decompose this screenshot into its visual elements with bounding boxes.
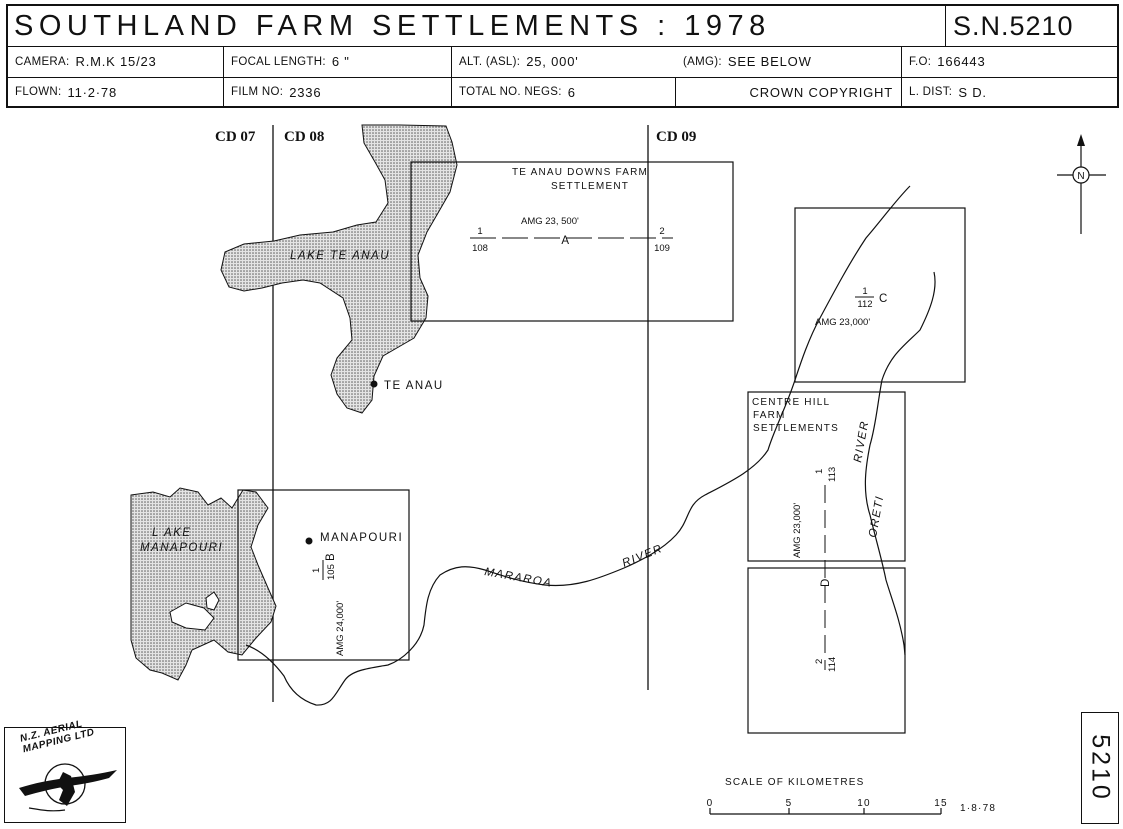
lake-te-anau bbox=[220, 124, 458, 414]
focal-length-value: 6 " bbox=[331, 54, 350, 69]
area-d-end-neg: 114 bbox=[827, 657, 838, 672]
lake-manapouri-label-1: L AKE bbox=[152, 527, 191, 539]
area-a-title-2: SETTLEMENT bbox=[551, 181, 629, 192]
area-d-upper-box bbox=[747, 391, 906, 562]
altitude-cell: ALT. (ASL):25, 000' bbox=[459, 54, 579, 69]
manapouri-town-label: MANAPOURI bbox=[320, 532, 403, 544]
sheet-number-tab-text: 5210 bbox=[1086, 734, 1115, 802]
area-c-amg: AMG 23,000' bbox=[815, 317, 870, 328]
film-no-cell: FILM NO:2336 bbox=[224, 77, 452, 107]
area-c-neg: 112 bbox=[857, 299, 872, 310]
mararoa-river bbox=[245, 185, 911, 706]
area-d-start-run: 1 bbox=[814, 469, 825, 474]
area-b-amg: AMG 24,000' bbox=[335, 601, 346, 656]
altitude-value: 25, 000' bbox=[526, 54, 579, 69]
fo-value: 166443 bbox=[937, 54, 986, 69]
l-dist-value: S D. bbox=[958, 84, 987, 100]
area-a-letter: A bbox=[561, 235, 570, 247]
area-c-run: 1 bbox=[862, 286, 867, 297]
te-anau-marker bbox=[370, 380, 378, 388]
area-b-box bbox=[237, 489, 410, 661]
total-negs-cell: TOTAL NO. NEGS:6 bbox=[452, 77, 676, 107]
area-a-title-1: TE ANAU DOWNS FARM bbox=[512, 167, 648, 178]
te-anau-label: TE ANAU bbox=[384, 380, 444, 392]
scale-tick-0: 0 bbox=[707, 798, 714, 809]
amg-cell: (AMG):SEE BELOW bbox=[676, 46, 902, 77]
area-d-lower-box bbox=[747, 567, 906, 734]
area-a-box bbox=[410, 161, 734, 322]
header-row-2: CAMERA:R.M.K 15/23 FOCAL LENGTH:6 " ALT.… bbox=[8, 46, 1117, 78]
header-row-3: FLOWN:11·2·78 FILM NO:2336 TOTAL NO. NEG… bbox=[8, 77, 1117, 107]
north-label: N bbox=[1077, 171, 1084, 182]
grid-label-cd08: CD 08 bbox=[284, 129, 324, 145]
north-arrow-icon: N bbox=[1057, 134, 1106, 234]
area-c-letter: C bbox=[879, 293, 889, 305]
area-d-amg: AMG 23,000' bbox=[792, 503, 803, 558]
scale-tick-10: 10 bbox=[857, 798, 871, 809]
oreti-river bbox=[864, 271, 936, 656]
area-b-run: 1 bbox=[311, 568, 322, 573]
area-a-end-run: 2 bbox=[659, 226, 664, 237]
manapouri-island-2 bbox=[205, 591, 220, 611]
scale-tick-5: 5 bbox=[786, 798, 793, 809]
grid-label-cd09: CD 09 bbox=[656, 129, 696, 145]
area-d-title-2: FARM bbox=[753, 410, 786, 421]
area-d-title-3: SETTLEMENTS bbox=[753, 423, 839, 434]
lake-te-anau-label: LAKE TE ANAU bbox=[290, 250, 390, 262]
flown-cell: FLOWN:11·2·78 bbox=[8, 77, 224, 107]
map-title: SOUTHLAND FARM SETTLEMENTS : 1978 bbox=[8, 6, 946, 46]
total-negs-value: 6 bbox=[567, 84, 576, 100]
area-d-title-1: CENTRE HILL bbox=[752, 397, 830, 408]
lake-manapouri bbox=[130, 487, 277, 681]
area-b-letter: B bbox=[325, 552, 337, 561]
sheet-number-tab: 5210 bbox=[1081, 712, 1119, 824]
film-no-value: 2336 bbox=[289, 84, 322, 100]
focal-length-cell: FOCAL LENGTH:6 " bbox=[224, 46, 452, 77]
area-d-end-run: 2 bbox=[814, 659, 825, 664]
area-c-box bbox=[794, 207, 966, 383]
flown-value: 11·2·78 bbox=[67, 84, 117, 100]
camera-value: R.M.K 15/23 bbox=[75, 54, 157, 69]
area-a-start-neg: 108 bbox=[472, 243, 488, 254]
header-table: SOUTHLAND FARM SETTLEMENTS : 1978 S.N.52… bbox=[6, 4, 1119, 108]
camera-cell: CAMERA:R.M.K 15/23 bbox=[8, 46, 224, 77]
header-row-title: SOUTHLAND FARM SETTLEMENTS : 1978 S.N.52… bbox=[8, 6, 1117, 47]
aerial-mapping-logo: N.Z. AERIAL MAPPING LTD bbox=[4, 719, 126, 823]
scale-bar: SCALE OF KILOMETRES 0 5 10 15 1·8·78 bbox=[707, 777, 996, 815]
fo-cell: F.O:166443 bbox=[909, 54, 986, 69]
area-a-end-neg: 109 bbox=[654, 243, 670, 254]
amg-value: SEE BELOW bbox=[727, 54, 812, 69]
grid-label-cd07: CD 07 bbox=[215, 129, 256, 145]
oreti-river-label: RIVER bbox=[852, 419, 871, 463]
l-dist-cell: L. DIST:S D. bbox=[909, 84, 987, 100]
scale-ratio: 1·8·78 bbox=[960, 803, 996, 814]
oreti-label: ORETI bbox=[867, 494, 886, 538]
area-d-start-neg: 113 bbox=[827, 467, 838, 482]
crown-copyright: CROWN COPYRIGHT bbox=[676, 77, 902, 107]
area-a-amg: AMG 23, 500' bbox=[521, 216, 579, 227]
scale-tick-15: 15 bbox=[934, 798, 948, 809]
scale-title: SCALE OF KILOMETRES bbox=[725, 777, 865, 788]
manapouri-marker bbox=[305, 537, 313, 545]
lake-manapouri-label-2: MANAPOURI bbox=[140, 542, 223, 554]
area-d-letter: D bbox=[820, 577, 832, 587]
sheet-number: S.N.5210 bbox=[953, 10, 1074, 41]
logo-emblem-icon bbox=[19, 763, 117, 812]
area-a-start-run: 1 bbox=[477, 226, 482, 237]
mararoa-river-label: RIVER bbox=[621, 543, 665, 570]
mararoa-label: MARAROA bbox=[483, 566, 553, 590]
manapouri-island-1 bbox=[169, 602, 215, 631]
area-b-neg: 105 bbox=[326, 564, 337, 580]
